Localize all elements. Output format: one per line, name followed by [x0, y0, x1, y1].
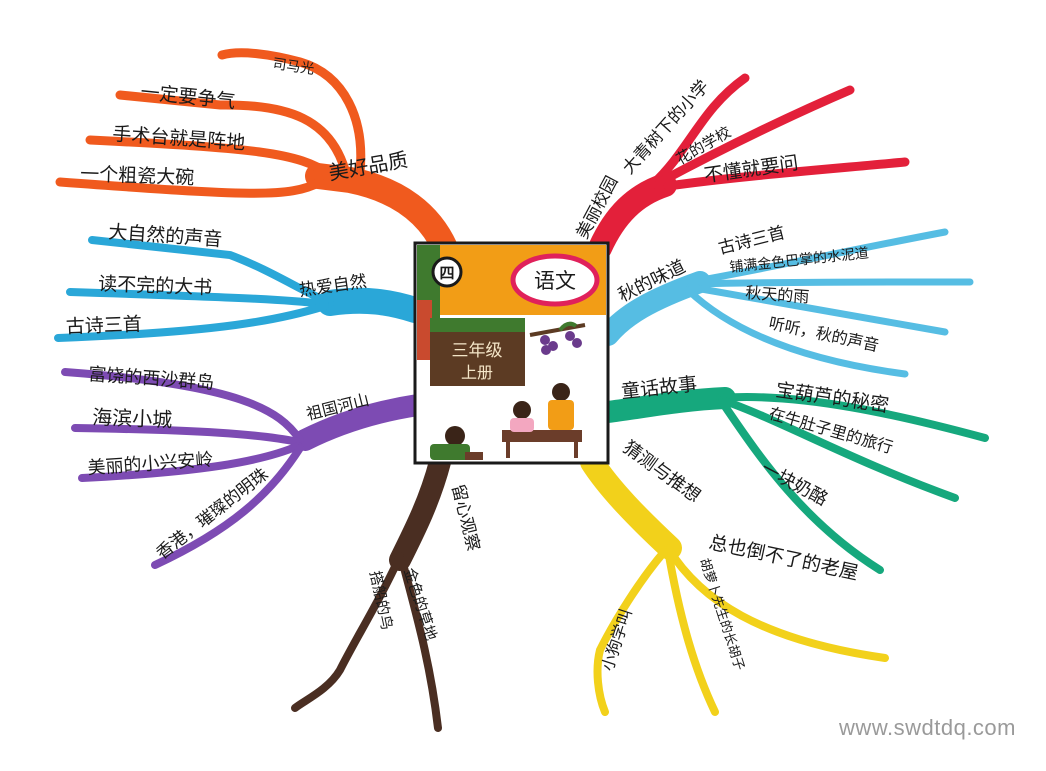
branch-nature-curve-3 [54, 302, 329, 342]
branch-country: 祖国河山 富饶的西沙群岛 海滨小城 美丽的小兴安岭 香港，璀璨的明珠 [61, 364, 429, 569]
branch-country-curve-2 [71, 424, 302, 446]
branch-guess-curve-2 [664, 546, 719, 716]
branch-guess-curve-1 [664, 544, 889, 662]
cover-badge [431, 256, 463, 288]
cover-children-illustration [430, 383, 582, 460]
branch-school-curve-2 [655, 85, 855, 187]
branch-fairy-curve-1 [716, 393, 989, 442]
cover-subject-oval [510, 253, 600, 307]
branch-moral-curve-1 [217, 48, 366, 177]
branch-autumn: 秋的味道 古诗三首 铺满金色巴掌的水泥道 秋天的雨 听听，秋的声音 [597, 223, 974, 378]
branch-autumn-trunk [597, 271, 711, 346]
branch-moral-item-4: 一个粗瓷大碗 [80, 163, 195, 189]
branch-moral-item-1: 司马光 [271, 56, 315, 78]
branch-country-item-3: 美丽的小兴安岭 [87, 449, 214, 479]
branch-school-curve-1 [647, 73, 750, 190]
cover-volume-text: 上册 [461, 363, 493, 382]
cover-mid-green [430, 318, 525, 332]
branch-observe: 留心观察 搭船的鸟 金色的草地 [291, 451, 483, 732]
branch-moral-trunk [305, 163, 458, 261]
branch-nature-item-2: 读不完的大书 [98, 273, 213, 299]
cover-grade-text: 三年级 [452, 341, 503, 361]
branch-autumn-curve-2 [688, 278, 974, 288]
branch-nature-trunk [317, 287, 428, 323]
branch-nature-item-3: 古诗三首 [65, 313, 142, 338]
branch-moral-item-2: 一定要争气 [139, 81, 236, 113]
branch-nature: 热爱自然 大自然的声音 读不完的大书 古诗三首 [54, 221, 428, 342]
branch-autumn-curve-4 [684, 286, 909, 378]
watermark: www.swdtdq.com [839, 715, 1016, 740]
branch-observe-trunk [389, 451, 451, 571]
center-textbook-cover: 四 语文 三年级 上册 [413, 241, 610, 465]
cover-subject-text: 语文 [534, 269, 576, 293]
branch-moral-curve-2 [115, 90, 350, 175]
cover-grape-illustration [529, 321, 586, 355]
branch-school: 美丽校园 大青树下的小学 花的学校 不懂就要问 [573, 73, 910, 260]
branch-country-curve-4 [151, 444, 304, 569]
branch-observe-curve-1 [291, 552, 404, 712]
branch-moral: 美好品质 司马光 一定要争气 手术台就是阵地 一个粗瓷大碗 [55, 48, 458, 261]
branch-fairy-trunk [597, 387, 736, 423]
branch-observe-item-2: 金色的草地 [400, 566, 440, 643]
branch-fairy-curve-3 [718, 398, 884, 574]
branch-country-item-1: 富饶的西沙群岛 [88, 364, 215, 394]
branch-observe-label: 留心观察 [447, 482, 483, 553]
cover-badge-text: 四 [439, 264, 454, 282]
branch-nature-curve-1 [88, 236, 334, 307]
branch-moral-curve-3 [85, 135, 335, 180]
branch-autumn-curve-3 [686, 283, 949, 336]
branch-autumn-curve-1 [686, 228, 949, 286]
branch-school-curve-3 [663, 157, 910, 191]
branch-moral-item-3: 手术台就是阵地 [112, 123, 246, 154]
branch-autumn-item-3: 秋天的雨 [745, 283, 810, 306]
branch-guess: 猜测与推想 总也倒不了的老屋 胡萝卜先生的长胡子 小狗学叫 [580, 437, 889, 716]
branch-observe-curve-2 [398, 556, 442, 732]
branch-country-curve-3 [78, 442, 302, 482]
cover-left-red [417, 300, 432, 360]
branch-moral-curve-4 [55, 177, 325, 198]
branch-fairy-curve-2 [718, 396, 959, 502]
branch-country-item-2: 海滨小城 [92, 405, 173, 432]
branch-guess-trunk [580, 450, 682, 560]
cover-title-band [430, 330, 525, 386]
branch-school-trunk [588, 173, 677, 260]
branch-country-trunk [294, 394, 429, 451]
branch-country-curve-1 [61, 368, 304, 444]
branch-guess-curve-3 [593, 548, 668, 716]
branch-nature-curve-2 [66, 288, 329, 308]
branch-autumn-item-1: 古诗三首 [716, 223, 787, 259]
branch-country-item-4: 香港，璀璨的明珠 [153, 464, 272, 563]
